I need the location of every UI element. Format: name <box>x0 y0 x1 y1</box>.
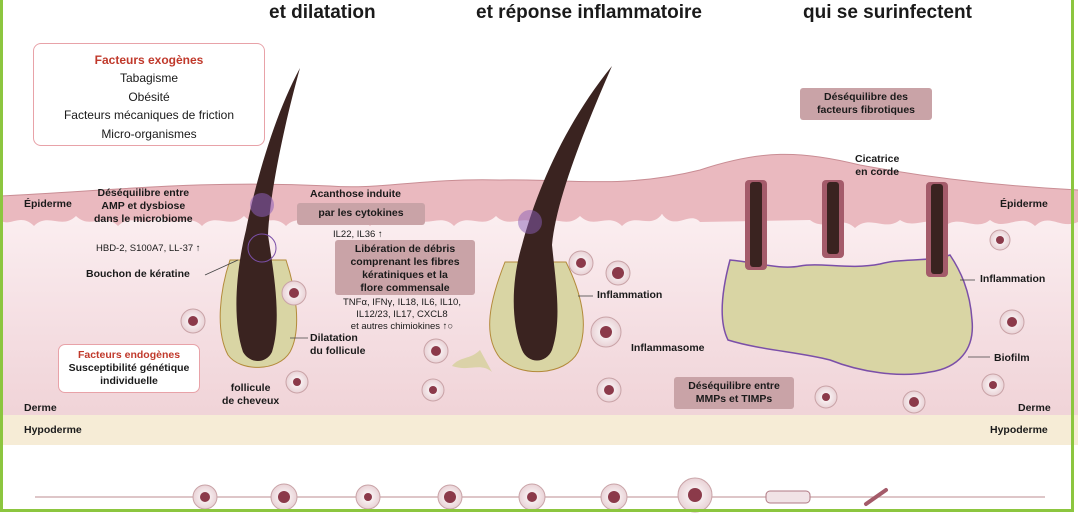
dermis-label-left: Derme <box>24 402 57 414</box>
immune-cells <box>180 229 1025 414</box>
inflammation-label-right: Inflammation <box>980 273 1046 285</box>
exogenous-heading: Facteurs exogènes <box>94 53 204 67</box>
hypodermis-label-left: Hypoderme <box>24 424 82 436</box>
epidermis-label-right: Épiderme <box>1000 198 1048 210</box>
title-col3: qui se surinfectent <box>803 2 972 23</box>
exogenous-item: Tabagisme <box>119 71 179 85</box>
hypodermis-label-right: Hypoderme <box>990 424 1048 436</box>
endogenous-line: individuelle <box>100 374 158 387</box>
inflammasome-label: Inflammasome <box>631 342 705 354</box>
exogenous-item: Micro-organismes <box>101 126 197 141</box>
exogenous-item: Facteurs mécaniques de friction <box>63 108 235 122</box>
scar-tunnel <box>721 254 974 376</box>
cytokines-label: TNFα, IFNγ, IL18, IL6, IL10,IL12/23, IL1… <box>343 297 461 332</box>
exogenous-factors-box: Facteurs exogènes Tabagisme Obésité Fact… <box>33 43 265 146</box>
inflammation-label: Inflammation <box>597 289 663 301</box>
hypodermis-layer <box>0 415 1078 445</box>
acanthosis-box: par les cytokines <box>297 203 425 225</box>
title-col1: et dilatation <box>269 2 376 23</box>
biofilm-label: Biofilm <box>994 352 1030 364</box>
endogenous-heading: Facteurs endogènes <box>77 349 181 361</box>
title-col2: et réponse inflammatoire <box>476 2 702 23</box>
endogenous-line: Susceptibilité génétique <box>68 362 190 374</box>
peptides-label: HBD-2, S100A7, LL-37 ↑ <box>96 243 201 254</box>
dermis-label-right: Derme <box>1018 402 1051 414</box>
hair-2 <box>513 66 612 361</box>
acanthosis-label: Acanthose induite <box>310 188 402 200</box>
endogenous-factors-box: Facteurs endogènes Susceptibilité généti… <box>58 344 200 393</box>
legend-cells <box>192 477 888 513</box>
keratin-plug-label: Bouchon de kératine <box>86 268 190 280</box>
interleukins-label: IL22, IL36 ↑ <box>333 229 383 240</box>
epidermis-label-left: Épiderme <box>24 198 72 210</box>
exogenous-item: Obésité <box>128 89 170 104</box>
